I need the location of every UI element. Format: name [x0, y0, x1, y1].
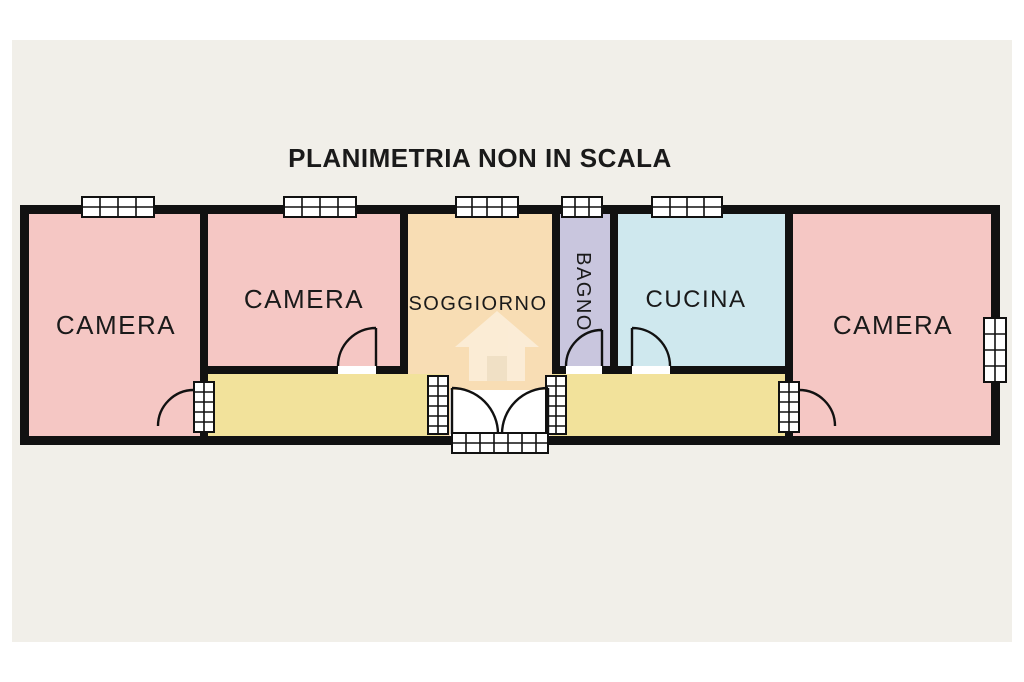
page-title: PLANIMETRIA NON IN SCALA — [288, 143, 672, 173]
room-label-soggiorno: SOGGIORNO — [408, 293, 547, 315]
window-icon-camera1 — [81, 196, 155, 218]
room-label-camera-2: CAMERA — [244, 284, 364, 314]
room-label-camera-3: CAMERA — [833, 310, 953, 340]
corridor-right — [552, 374, 785, 436]
door-swing-icon-camera1 — [156, 388, 195, 427]
window-icon-soggiorno — [455, 196, 519, 218]
wall-camera2-bottom-right — [376, 366, 408, 374]
window-icon-cucina — [651, 196, 723, 218]
door-swing-icon-camera3 — [798, 388, 837, 427]
door-swing-icon-main-entrance — [450, 386, 550, 435]
threshold-icon-corridor-right-end — [778, 381, 800, 433]
watermark-house-icon — [455, 311, 539, 381]
outer-wall-left — [20, 205, 29, 445]
door-swing-icon-camera2 — [336, 326, 378, 367]
wall-cucina-bottom — [670, 366, 785, 374]
room-label-bagno: BAGNO — [572, 252, 594, 332]
doors — [156, 326, 837, 435]
wall-camera1-right-upper — [200, 214, 208, 386]
thresholds — [193, 375, 800, 454]
outer-wall-bottom-left — [20, 436, 452, 445]
outer-wall-bottom-right — [548, 436, 1000, 445]
window-icon-camera3-right-wall — [983, 317, 1007, 383]
windows — [81, 196, 1007, 383]
door-swing-icon-bagno — [564, 328, 604, 367]
wall-camera2-soggiorno — [400, 214, 408, 366]
entrance-vestibule — [450, 390, 550, 436]
room-labels: CAMERA CAMERA SOGGIORNO BAGNO CUCINA CAM… — [56, 252, 953, 340]
threshold-icon-corridor-left-end — [193, 381, 215, 433]
door-swing-icon-cucina — [630, 326, 672, 367]
room-label-cucina: CUCINA — [645, 286, 746, 313]
room-label-camera-1: CAMERA — [56, 310, 176, 340]
room-camera-3 — [793, 214, 991, 436]
window-icon-camera2 — [283, 196, 357, 218]
wall-bagno-cucina-bottom — [602, 366, 632, 374]
window-icon-bagno — [561, 196, 603, 218]
room-cucina — [618, 214, 785, 366]
wall-bagno-cucina — [610, 214, 618, 366]
threshold-icon-vestibule-right — [545, 375, 567, 435]
wall-bagno-bottom-left — [552, 366, 566, 374]
wall-camera3-left-upper — [785, 214, 793, 386]
room-camera-2 — [208, 214, 400, 366]
threshold-icon-main-entrance — [451, 432, 549, 454]
wall-soggiorno-bagno — [552, 214, 560, 366]
wall-camera2-bottom-left — [200, 366, 338, 374]
corridor-left — [208, 374, 444, 436]
threshold-icon-vestibule-left — [427, 375, 449, 435]
